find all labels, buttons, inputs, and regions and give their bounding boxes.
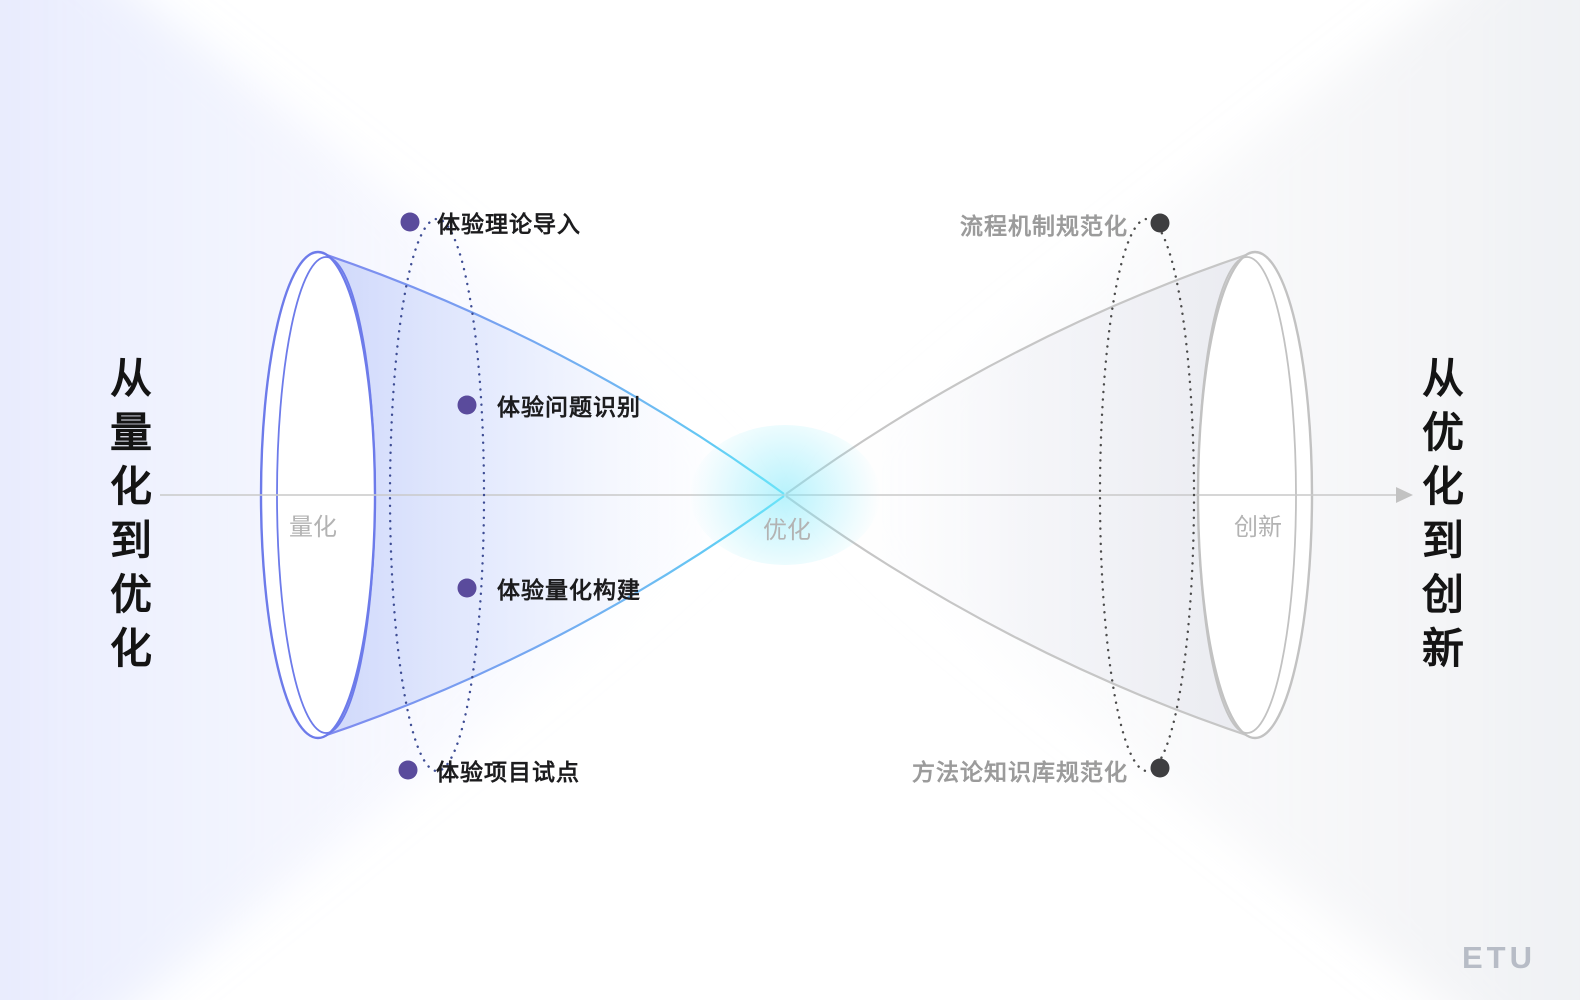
tip-glow (690, 425, 880, 565)
axis-arrow-icon (1396, 487, 1413, 503)
milestone-label: 方法论知识库规范化 (912, 759, 1128, 785)
milestone-label: 流程机制规范化 (960, 213, 1128, 239)
milestone-dot (1150, 758, 1170, 778)
stage-label-quantify: 量化 (289, 514, 337, 541)
milestone-label: 体验理论导入 (437, 211, 581, 237)
right-dotted-ring (1098, 217, 1196, 773)
milestone-label: 体验量化构建 (497, 577, 641, 603)
stage-label-optimize: 优化 (763, 517, 811, 544)
milestone-dot (400, 212, 420, 232)
stage-label-innovate: 创新 (1234, 514, 1282, 541)
milestone-dot (1150, 213, 1170, 233)
milestone-dot (398, 760, 418, 780)
milestone-label: 体验项目试点 (436, 759, 580, 785)
milestone-label: 体验问题识别 (497, 394, 641, 420)
milestone-dot (457, 578, 477, 598)
right-axis-title: 从优化到创新 (1421, 355, 1464, 672)
left-axis-title: 从量化到优化 (109, 355, 152, 672)
left-dotted-ring (388, 217, 486, 773)
etu-logo: ETU (1462, 940, 1536, 975)
milestone-dot (457, 395, 477, 415)
